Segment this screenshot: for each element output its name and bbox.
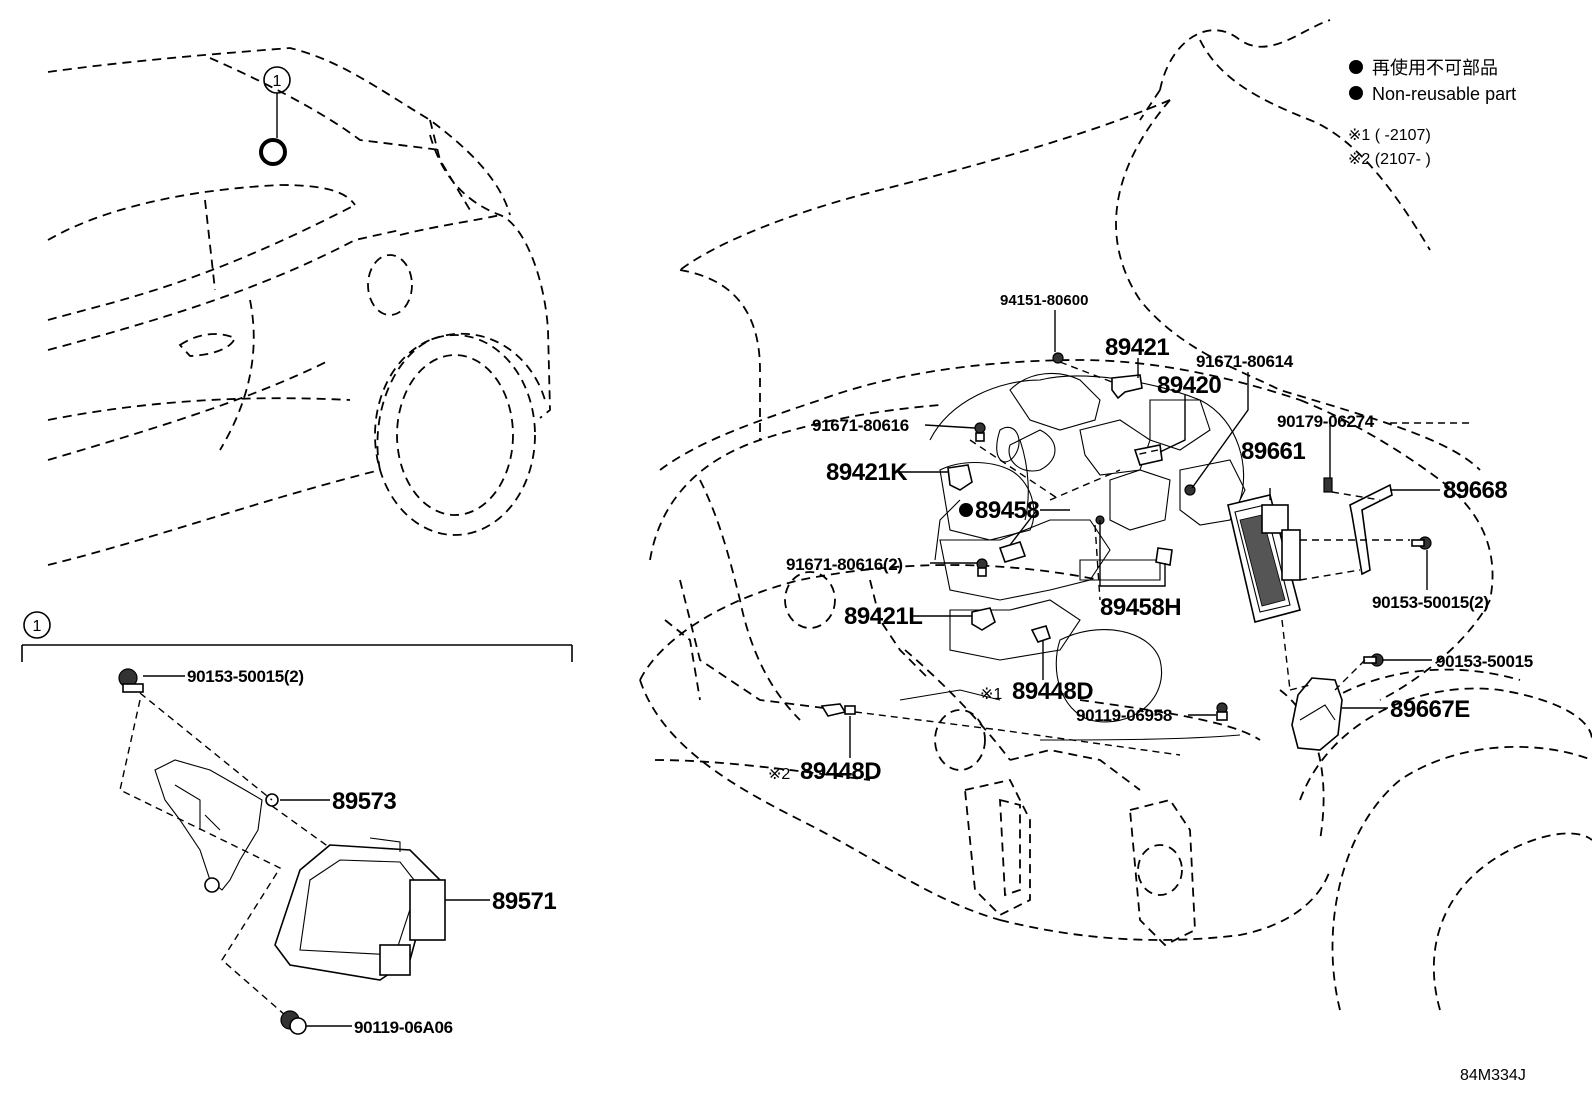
bracket-89573 [154, 759, 279, 893]
bolt-90179-06274 [1323, 477, 1333, 493]
callout-1-marker: 1 [259, 66, 291, 166]
label-90119-06A06: 90119-06A06 [354, 1018, 453, 1037]
bolt-90153-50015-single [1363, 653, 1384, 667]
legend-note-1: ※1 ( -2107) [1348, 127, 1431, 144]
label-90179-06274: 90179-06274 [1277, 412, 1375, 431]
label-91671-80614: 91671-80614 [1196, 352, 1294, 371]
label-89448D-2-prefix: ※2 [768, 766, 790, 783]
legend-note-2: ※2 (2107- ) [1348, 151, 1431, 168]
label-89573: 89573 [332, 788, 396, 815]
label-89458H: 89458H [1100, 594, 1181, 621]
label-89571: 89571 [492, 888, 556, 915]
label-89421L: 89421L [844, 603, 922, 630]
sensor-89421L [971, 607, 996, 631]
label-90153-50015: 90153-50015 [1436, 652, 1533, 671]
label-89448D-1: 89448D [1012, 678, 1093, 705]
label-90153-50015-2-right: 90153-50015(2) [1372, 593, 1489, 612]
sensor-89458H [1095, 515, 1173, 566]
legend: 再使用不可部品 Non-reusable part ※1 ( -2107) ※2… [1348, 58, 1516, 168]
label-90153-50015-2-left: 90153-50015(2) [187, 667, 304, 686]
rear-car-view [47, 47, 551, 566]
label-89420: 89420 [1157, 372, 1221, 399]
label-89668: 89668 [1443, 477, 1507, 504]
sensor-location-ring [259, 138, 287, 166]
label-89448D-2: 89448D [800, 758, 881, 785]
label-89448D-1-prefix: ※1 [980, 686, 1002, 703]
inset-1: 1 [21, 611, 573, 1035]
label-89667E: 89667E [1390, 696, 1470, 723]
bolt-91671-80616 [974, 422, 986, 442]
front-car-view [639, 19, 1592, 1011]
label-91671-80616-2: 91671-80616(2) [786, 555, 903, 574]
sensor-89421K [947, 464, 973, 491]
svg-text:1: 1 [273, 73, 282, 90]
sensor-89420 [1133, 444, 1163, 466]
sensor-89448D-2 [820, 703, 856, 717]
sensor-89421 [1111, 374, 1143, 400]
label-90119-06958: 90119-06958 [1076, 706, 1172, 725]
legend-non-reusable-jp: 再使用不可部品 [1372, 58, 1498, 78]
label-89458: 89458 [975, 497, 1039, 524]
bolt-90153-50015-right [1411, 536, 1432, 550]
label-94151-80600: 94151-80600 [1000, 292, 1088, 309]
bolt-91671-80616-2 [976, 558, 988, 577]
bolt-90119-06958 [1216, 702, 1228, 721]
bolt-90119-06A06 [280, 1010, 307, 1035]
svg-text:1: 1 [33, 618, 42, 635]
part-labels: 94151-80600 89421 89420 91671-80614 9167… [187, 292, 1533, 1084]
label-89421K: 89421K [826, 459, 908, 486]
non-reusable-dot-icon [1349, 86, 1363, 100]
module-89571 [274, 837, 446, 981]
non-reusable-dot-icon [959, 503, 973, 517]
bolt-90153-50015-inset [118, 668, 144, 693]
label-89661: 89661 [1241, 438, 1305, 465]
nut-94151-80600 [1052, 352, 1064, 364]
ecu-89661 [1227, 494, 1301, 623]
non-reusable-dot-icon [1349, 60, 1363, 74]
label-89421: 89421 [1105, 334, 1169, 361]
legend-non-reusable-en: Non-reusable part [1372, 84, 1516, 104]
sensor-89448D-1 [1030, 625, 1052, 643]
sensor-89458 [998, 541, 1027, 563]
cover-89667E [1291, 677, 1343, 751]
figure-code: 84M334J [1460, 1067, 1526, 1084]
label-91671-80616: 91671-80616 [812, 416, 909, 435]
